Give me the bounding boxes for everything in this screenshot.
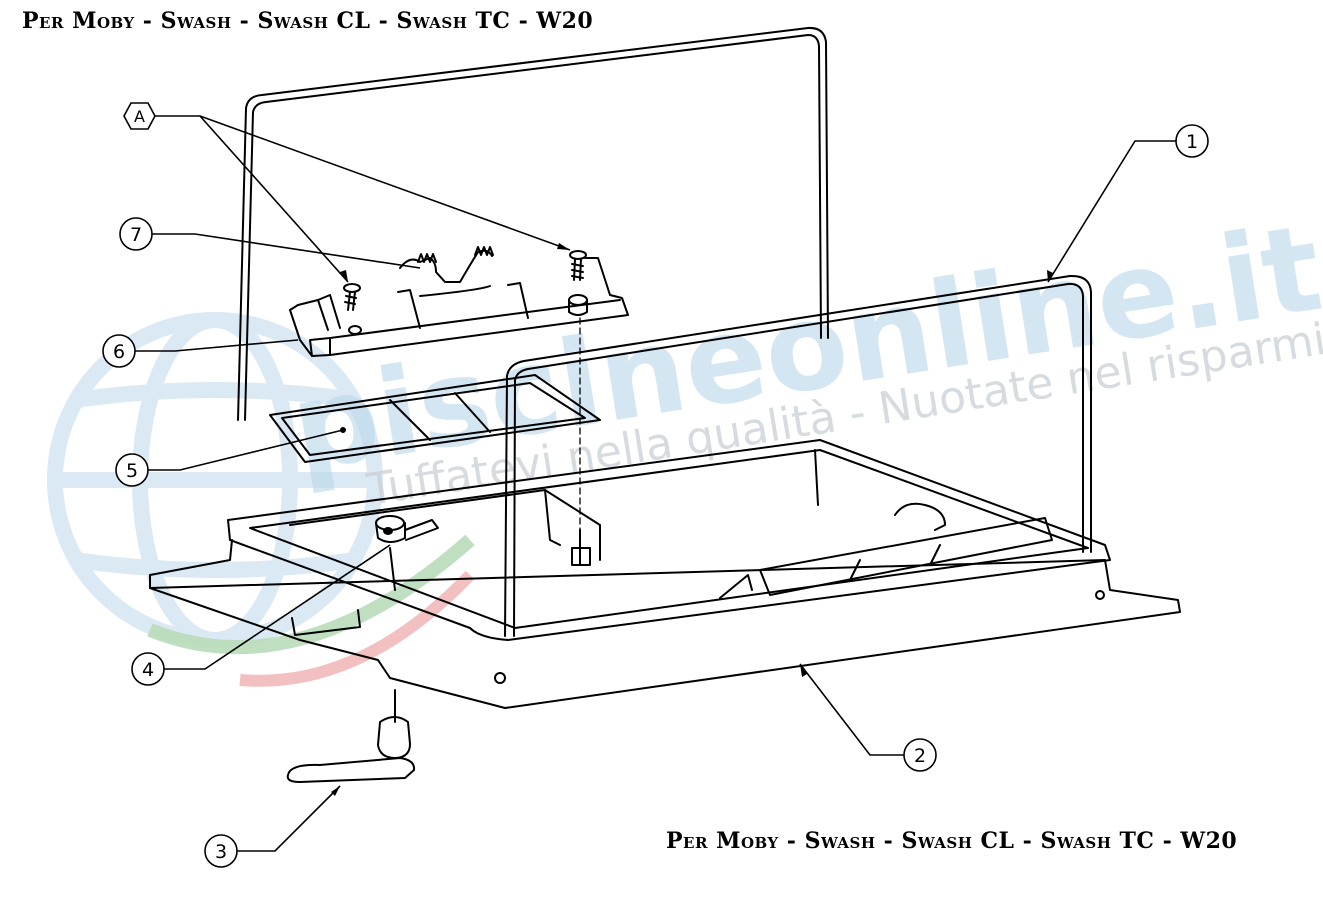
part-bracket [289,257,629,357]
leader-5 [147,429,344,471]
diagram-title-top: Per Moby - Swash - Swash CL - Swash TC -… [22,8,594,34]
leader-2 [799,663,905,756]
callout-4: 4 [131,652,165,686]
part-skimmer-body [149,439,1181,709]
callout-2-label: 2 [914,745,926,767]
callout-A-label: A [134,107,145,126]
part-knob [375,515,439,591]
part-filter-frame [269,374,601,463]
watermark-green-swoosh [147,534,475,655]
part-screw-left [343,283,361,311]
leader-arrowheads [331,243,1053,796]
callout-1: 1 [1175,124,1209,158]
callout-A: A [123,102,156,130]
leader-1 [1047,140,1176,283]
leader-lines [134,115,1176,852]
part-flap [286,689,416,783]
callout-7: 7 [119,217,153,251]
leader-4 [163,544,391,670]
callout-5: 5 [115,453,149,487]
part-screw-right [569,250,587,281]
leader-6 [134,339,299,352]
part-handle-front [504,274,1092,637]
callout-6: 6 [102,334,136,368]
leader-A-right [199,115,571,251]
leader-7 [151,233,421,269]
callout-1-label: 1 [1186,131,1198,153]
diagram-title-bottom: Per Moby - Swash - Swash CL - Swash TC -… [666,828,1238,854]
part-springs [399,246,494,283]
watermark: piscineonline.it Tuffatevi nella qualità… [47,199,1323,687]
callout-6-label: 6 [113,341,125,363]
part-handle-rear [237,26,829,421]
callout-2: 2 [903,738,937,772]
callout-7-label: 7 [130,224,142,246]
callout-3: 3 [204,834,238,868]
leader-3 [236,785,341,852]
callout-5-label: 5 [126,460,138,482]
callout-3-label: 3 [215,841,227,863]
callout-4-label: 4 [142,659,154,681]
watermark-red-swoosh [239,570,475,687]
